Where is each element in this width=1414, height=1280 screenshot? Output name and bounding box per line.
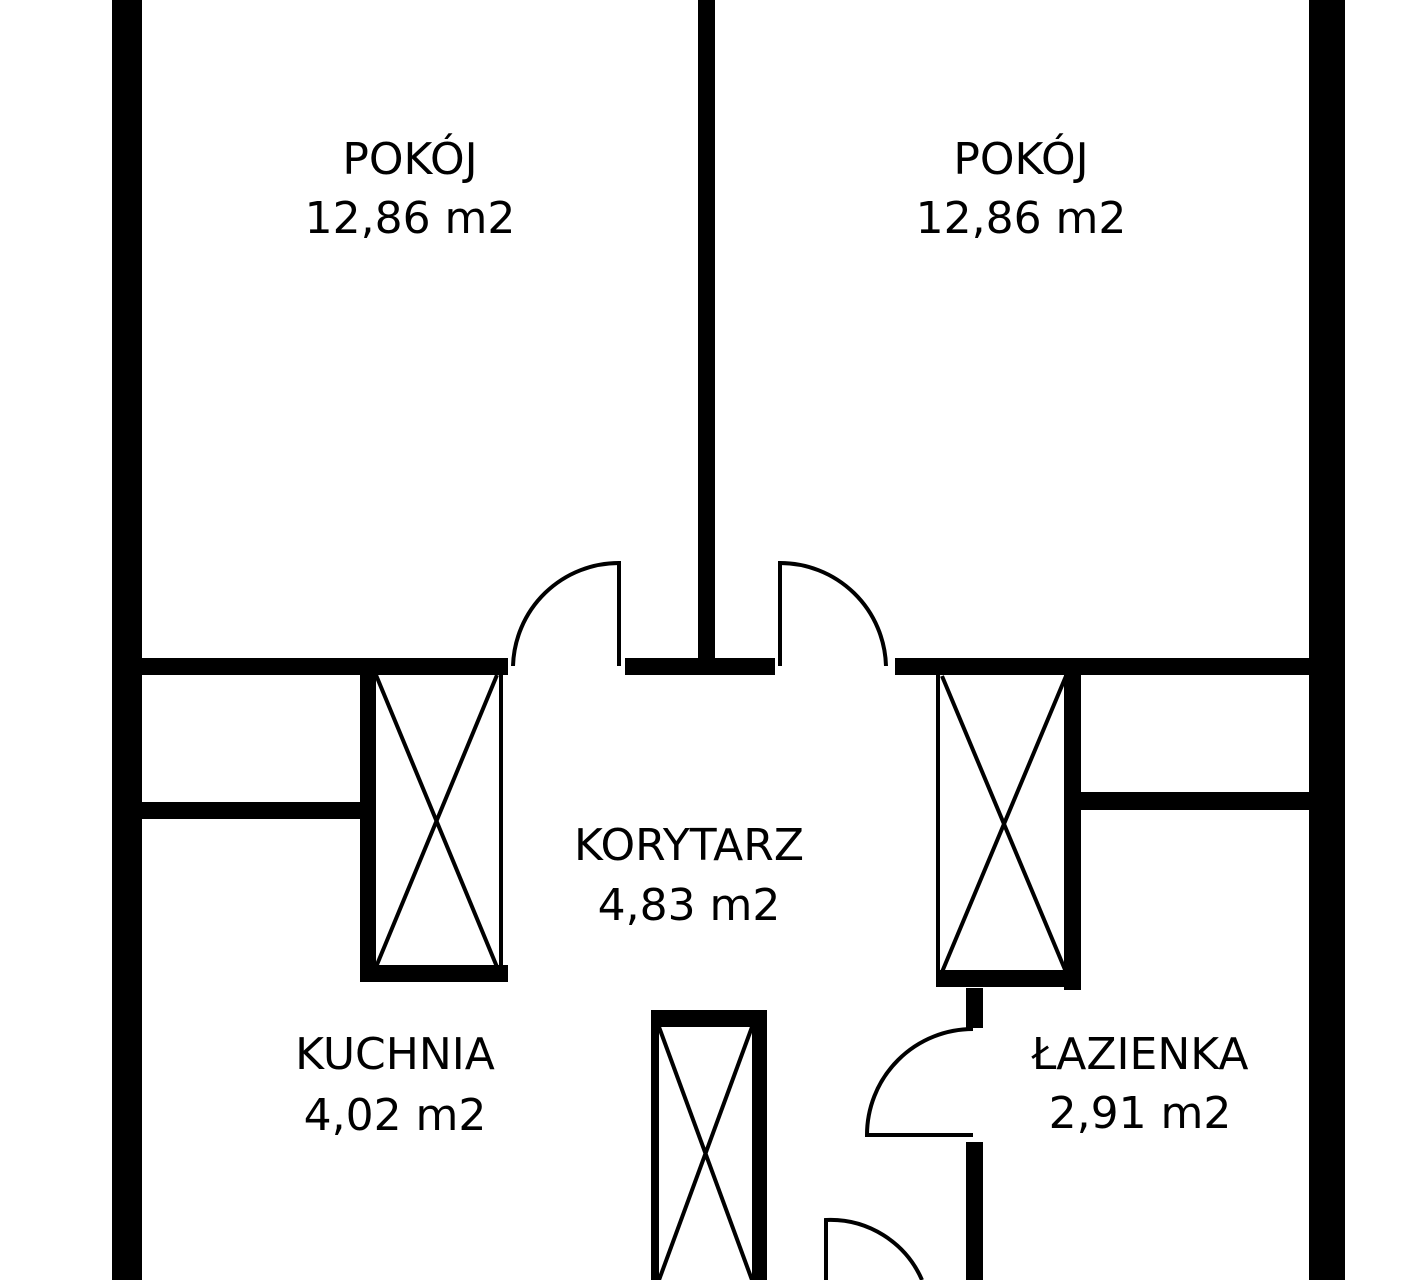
room-name-pokoj-right: POKÓJ [953, 132, 1088, 185]
room-area-korytarz: 4,83 m2 [598, 880, 781, 931]
door-bathroom [864, 1027, 974, 1137]
wall-left-room-bottom [142, 658, 508, 675]
room-labels: POKÓJ 12,86 m2 POKÓJ 12,86 m2 KORYTARZ 4… [295, 132, 1248, 1141]
room-name-korytarz: KORYTARZ [574, 820, 804, 871]
wall-bathroom-left-lower [966, 1142, 983, 1280]
room-area-pokoj-right: 12,86 m2 [916, 193, 1127, 244]
walls [112, 0, 1345, 1280]
shaft-bottom [651, 1010, 767, 1280]
room-name-pokoj-left: POKÓJ [342, 132, 477, 185]
room-name-kuchnia: KUCHNIA [295, 1029, 495, 1080]
door-right-room [778, 560, 888, 667]
room-area-pokoj-left: 12,86 m2 [305, 193, 516, 244]
door-entrance [824, 1217, 924, 1280]
room-area-lazienka: 2,91 m2 [1049, 1088, 1232, 1139]
exterior-wall-right [1309, 0, 1345, 1280]
wall-bathroom-left-upper [966, 988, 983, 1028]
shaft-left [360, 667, 508, 982]
exterior-wall-left [112, 0, 142, 1280]
door-swings [511, 560, 974, 1280]
partition-wall-rooms [698, 0, 715, 664]
wall-corridor-top [625, 658, 775, 675]
room-area-kuchnia: 4,02 m2 [304, 1090, 487, 1141]
wall-kitchen-top [142, 802, 360, 819]
door-left-room [511, 560, 621, 667]
shaft-right [936, 670, 1081, 990]
wall-bathroom-top [1081, 792, 1309, 810]
room-name-lazienka: ŁAZIENKA [1031, 1029, 1249, 1080]
